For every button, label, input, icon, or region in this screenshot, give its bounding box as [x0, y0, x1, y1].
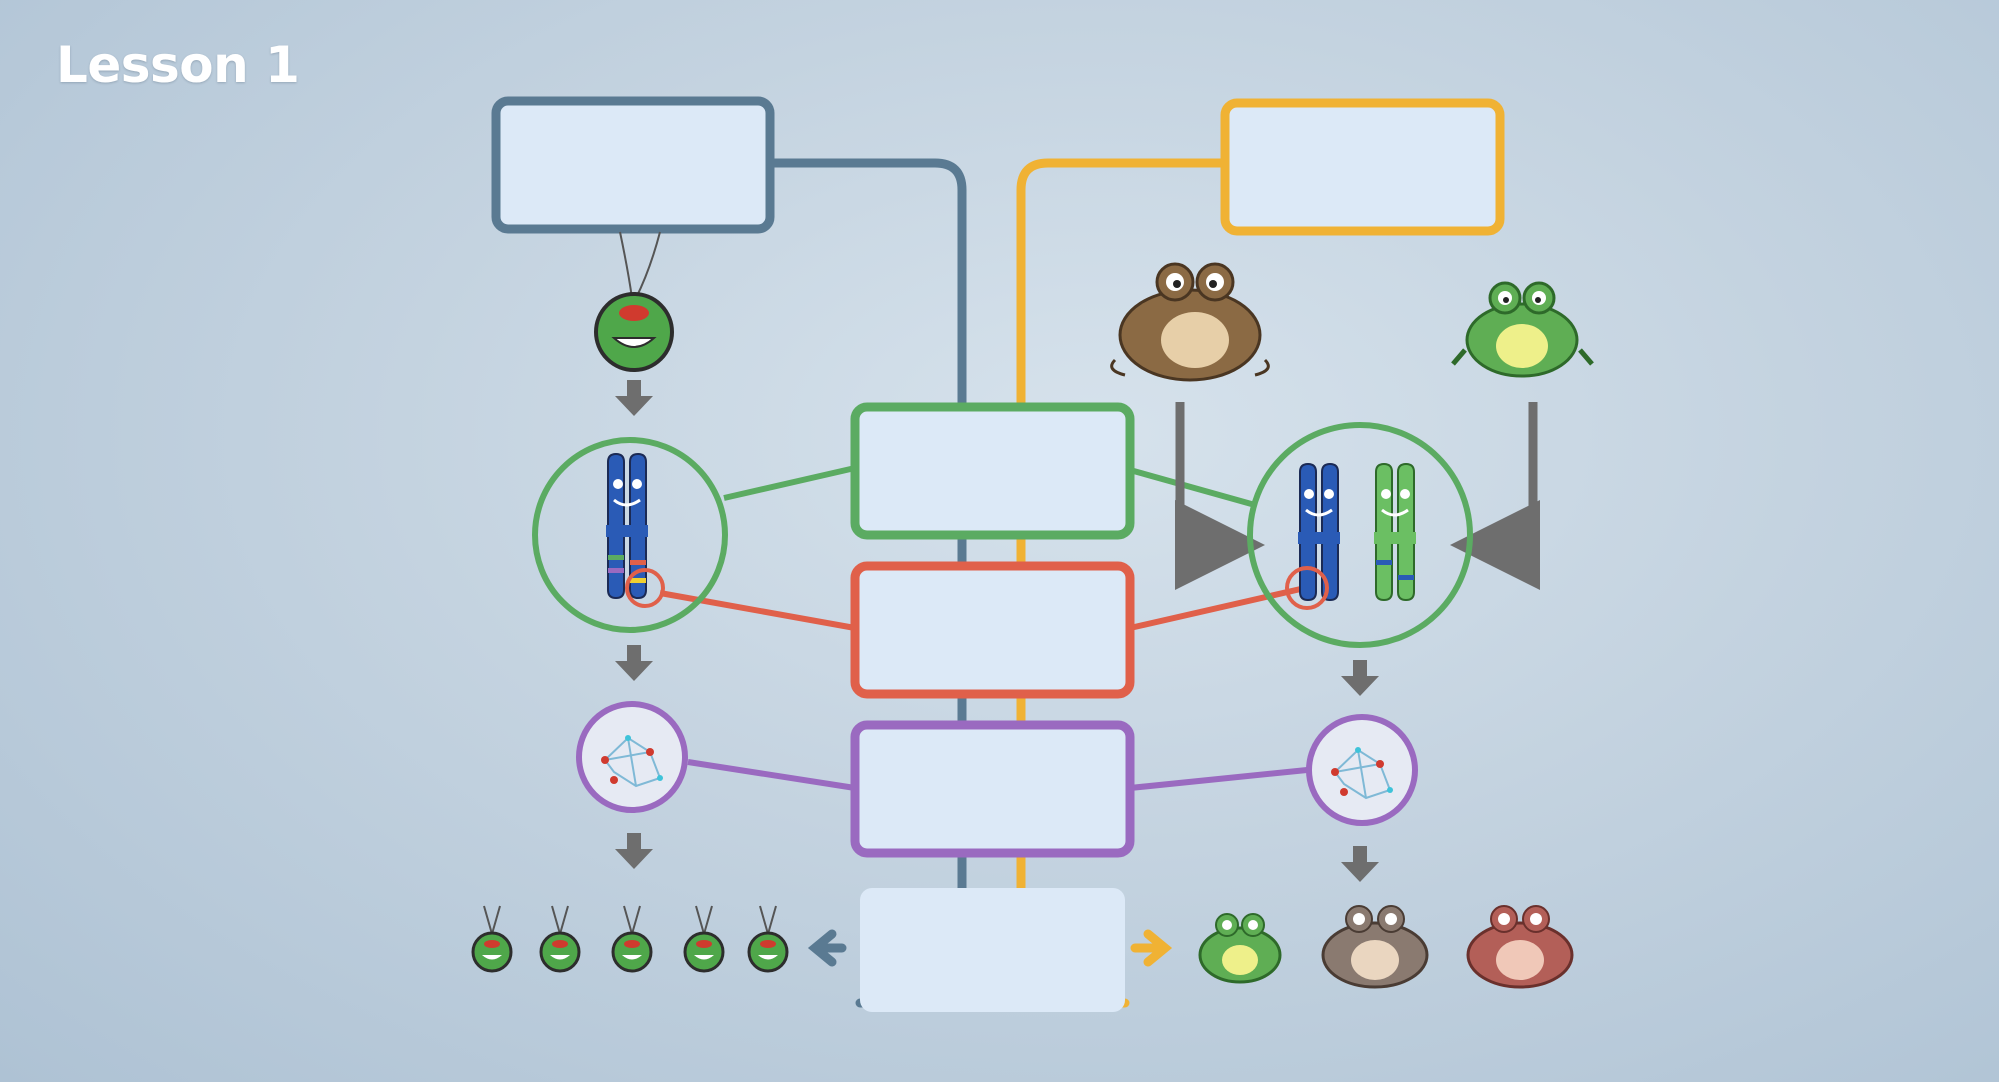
purple-connector-right: [1129, 767, 1308, 791]
green-frog-arrow: [1450, 402, 1540, 590]
brown-toad-icon: [1110, 262, 1270, 382]
arrow-down-4: [1341, 660, 1379, 696]
purple-connector-left: [687, 759, 856, 791]
virus-offspring-icon: [471, 905, 789, 973]
left-gene-highlight: [625, 568, 665, 608]
right-column-arrows: [1341, 660, 1379, 882]
left-output-arrow: [807, 929, 847, 967]
green-box: [850, 402, 1135, 540]
yellow-trunk-line: [1016, 158, 1230, 1008]
connector-lines: [659, 465, 1308, 791]
trunk-lines: [765, 158, 1230, 1008]
chromosome-icon: [1298, 462, 1416, 602]
red-box: [850, 561, 1135, 699]
right-chromosome-circle: [1247, 422, 1473, 648]
red-connector-right: [1129, 585, 1306, 631]
left-column-arrows: [615, 380, 653, 869]
left-chromosome-circle: [532, 437, 728, 633]
blue-trunk-line: [765, 158, 967, 1008]
green-connector-left: [723, 465, 856, 501]
virus-icon: [594, 231, 674, 372]
arrow-down-5: [1341, 846, 1379, 882]
arrow-down-1: [615, 380, 653, 416]
green-connector-right: [1129, 467, 1256, 508]
arrow-down-2: [615, 645, 653, 681]
lesson-title: Lesson 1: [56, 36, 300, 94]
protein-network-icon: [601, 735, 663, 788]
frog-offspring-icon: [1198, 905, 1574, 989]
bottom-box: [860, 888, 1125, 1012]
top-right-box: [1220, 98, 1505, 236]
green-frog-icon: [1451, 281, 1594, 378]
purple-box: [850, 720, 1135, 858]
arrow-down-3: [615, 833, 653, 869]
right-gene-highlight: [1285, 566, 1329, 610]
brown-toad-arrow: [1175, 402, 1265, 590]
bottom-edge: [0, 1082, 1999, 1085]
red-connector-left: [659, 590, 856, 631]
right-output-arrow: [1130, 929, 1173, 967]
chromosome-icon: [606, 452, 648, 600]
protein-network-icon: [1331, 747, 1393, 800]
top-left-box: [491, 96, 775, 234]
